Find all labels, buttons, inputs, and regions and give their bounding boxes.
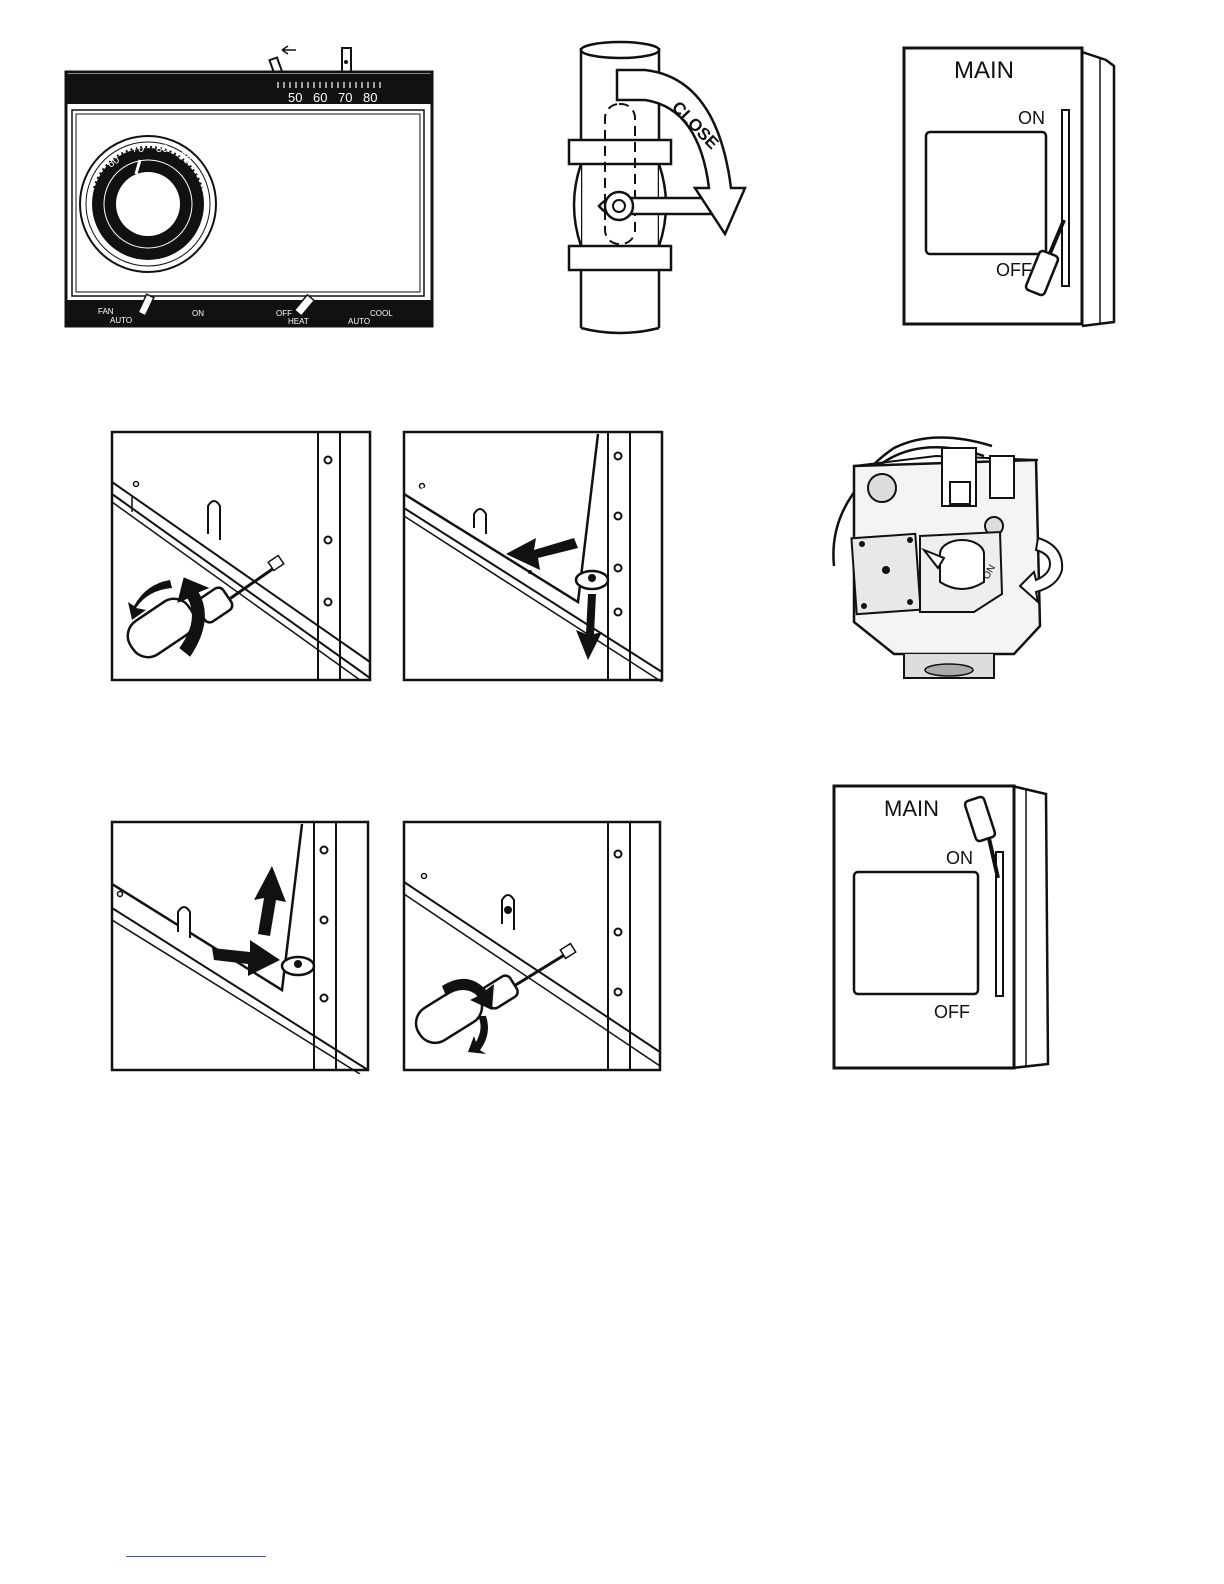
- dial-80: 80: [156, 143, 168, 155]
- footer-rule: [126, 1556, 266, 1557]
- main-switch-on-figure: MAIN ON OFF: [830, 782, 1054, 1074]
- panel-replace-figure: [110, 820, 372, 1074]
- panel-screw-in-figure: [402, 820, 664, 1074]
- thumbscrew: [282, 957, 314, 975]
- gas-control-valve-figure: ON: [824, 426, 1072, 688]
- off-label: OFF: [996, 260, 1032, 280]
- auto2-label: AUTO: [348, 317, 370, 326]
- gas-pipe-valve-figure: CLOSE: [545, 38, 775, 338]
- cool-label: COOL: [370, 309, 393, 318]
- heat-label: HEAT: [288, 317, 309, 326]
- thermometer-dial: 60 70 80 90: [80, 136, 216, 272]
- main-label: MAIN: [884, 796, 939, 821]
- main-switch-off-figure: MAIN ON OFF: [900, 44, 1122, 328]
- main-label: MAIN: [954, 57, 1014, 84]
- on-label: ON: [946, 848, 973, 868]
- auto-label: AUTO: [110, 316, 132, 325]
- thermostat-figure: 50 60 70 80 60 70 80 90 FAN AUTO ON: [60, 40, 440, 330]
- scale-70: 70: [338, 90, 352, 105]
- scale-60: 60: [313, 90, 327, 105]
- panel-remove-figure: [402, 430, 664, 682]
- off-label: OFF: [934, 1002, 970, 1022]
- scale-50: 50: [288, 90, 302, 105]
- panel-unscrew-figure: [110, 430, 372, 682]
- thumbscrew: [576, 571, 608, 589]
- dial-70: 70: [132, 143, 144, 155]
- switch-window: [926, 132, 1046, 254]
- fan-label: FAN: [98, 307, 114, 316]
- fan-on-label: ON: [192, 309, 204, 318]
- scale-80: 80: [363, 90, 377, 105]
- switch-window: [854, 872, 978, 994]
- on-label: ON: [1018, 108, 1045, 128]
